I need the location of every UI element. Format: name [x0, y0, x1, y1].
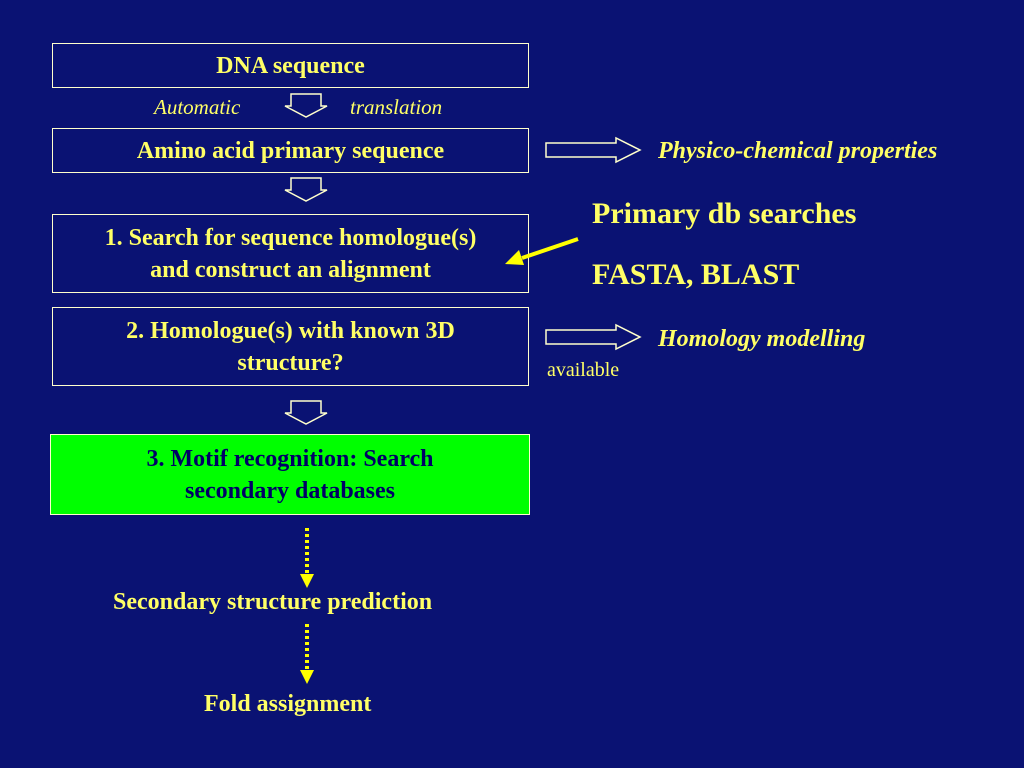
- dotted-arrow-head-icon-2: [300, 670, 314, 684]
- primary-db-label: Primary db searches: [592, 197, 857, 230]
- down-arrow-icon-amino: [284, 177, 328, 202]
- amino-acid-box: Amino acid primary sequence: [52, 128, 529, 173]
- dna-sequence-label: DNA sequence: [216, 52, 365, 79]
- down-arrow-icon-translation: [284, 93, 328, 118]
- fasta-blast-label: FASTA, BLAST: [592, 258, 800, 291]
- amino-acid-label: Amino acid primary sequence: [136, 137, 445, 164]
- right-arrow-icon-physico: [545, 136, 642, 164]
- physico-chemical-label: Physico-chemical properties: [658, 138, 938, 164]
- homology-modelling-label: Homology modelling: [658, 326, 866, 352]
- fold-assignment-label: Fold assignment: [204, 691, 372, 717]
- available-label: available: [547, 359, 620, 381]
- step2-line2: structure?: [237, 349, 344, 376]
- dna-sequence-box: DNA sequence: [52, 43, 529, 88]
- step1-line2: and construct an alignment: [150, 256, 431, 283]
- step3-line1: 3. Motif recognition: Search: [146, 445, 434, 472]
- primary-db-arrow-head-icon: [505, 250, 524, 265]
- step1-box: 1. Search for sequence homologue(s) and …: [52, 214, 529, 293]
- right-arrow-icon-homology: [545, 323, 642, 351]
- dotted-arrow-head-icon-1: [300, 574, 314, 588]
- step2-line1: 2. Homologue(s) with known 3D: [126, 317, 455, 344]
- step1-line1: 1. Search for sequence homologue(s): [104, 224, 477, 251]
- secondary-structure-label: Secondary structure prediction: [113, 589, 433, 615]
- step2-box: 2. Homologue(s) with known 3D structure?: [52, 307, 529, 386]
- translation-right-label: translation: [350, 95, 443, 119]
- step3-line2: secondary databases: [184, 477, 395, 504]
- primary-db-arrow-shaft: [521, 237, 579, 260]
- down-arrow-icon-step2: [284, 400, 328, 425]
- step3-box: 3. Motif recognition: Search secondary d…: [50, 434, 530, 515]
- translation-left-label: Automatic: [154, 95, 241, 119]
